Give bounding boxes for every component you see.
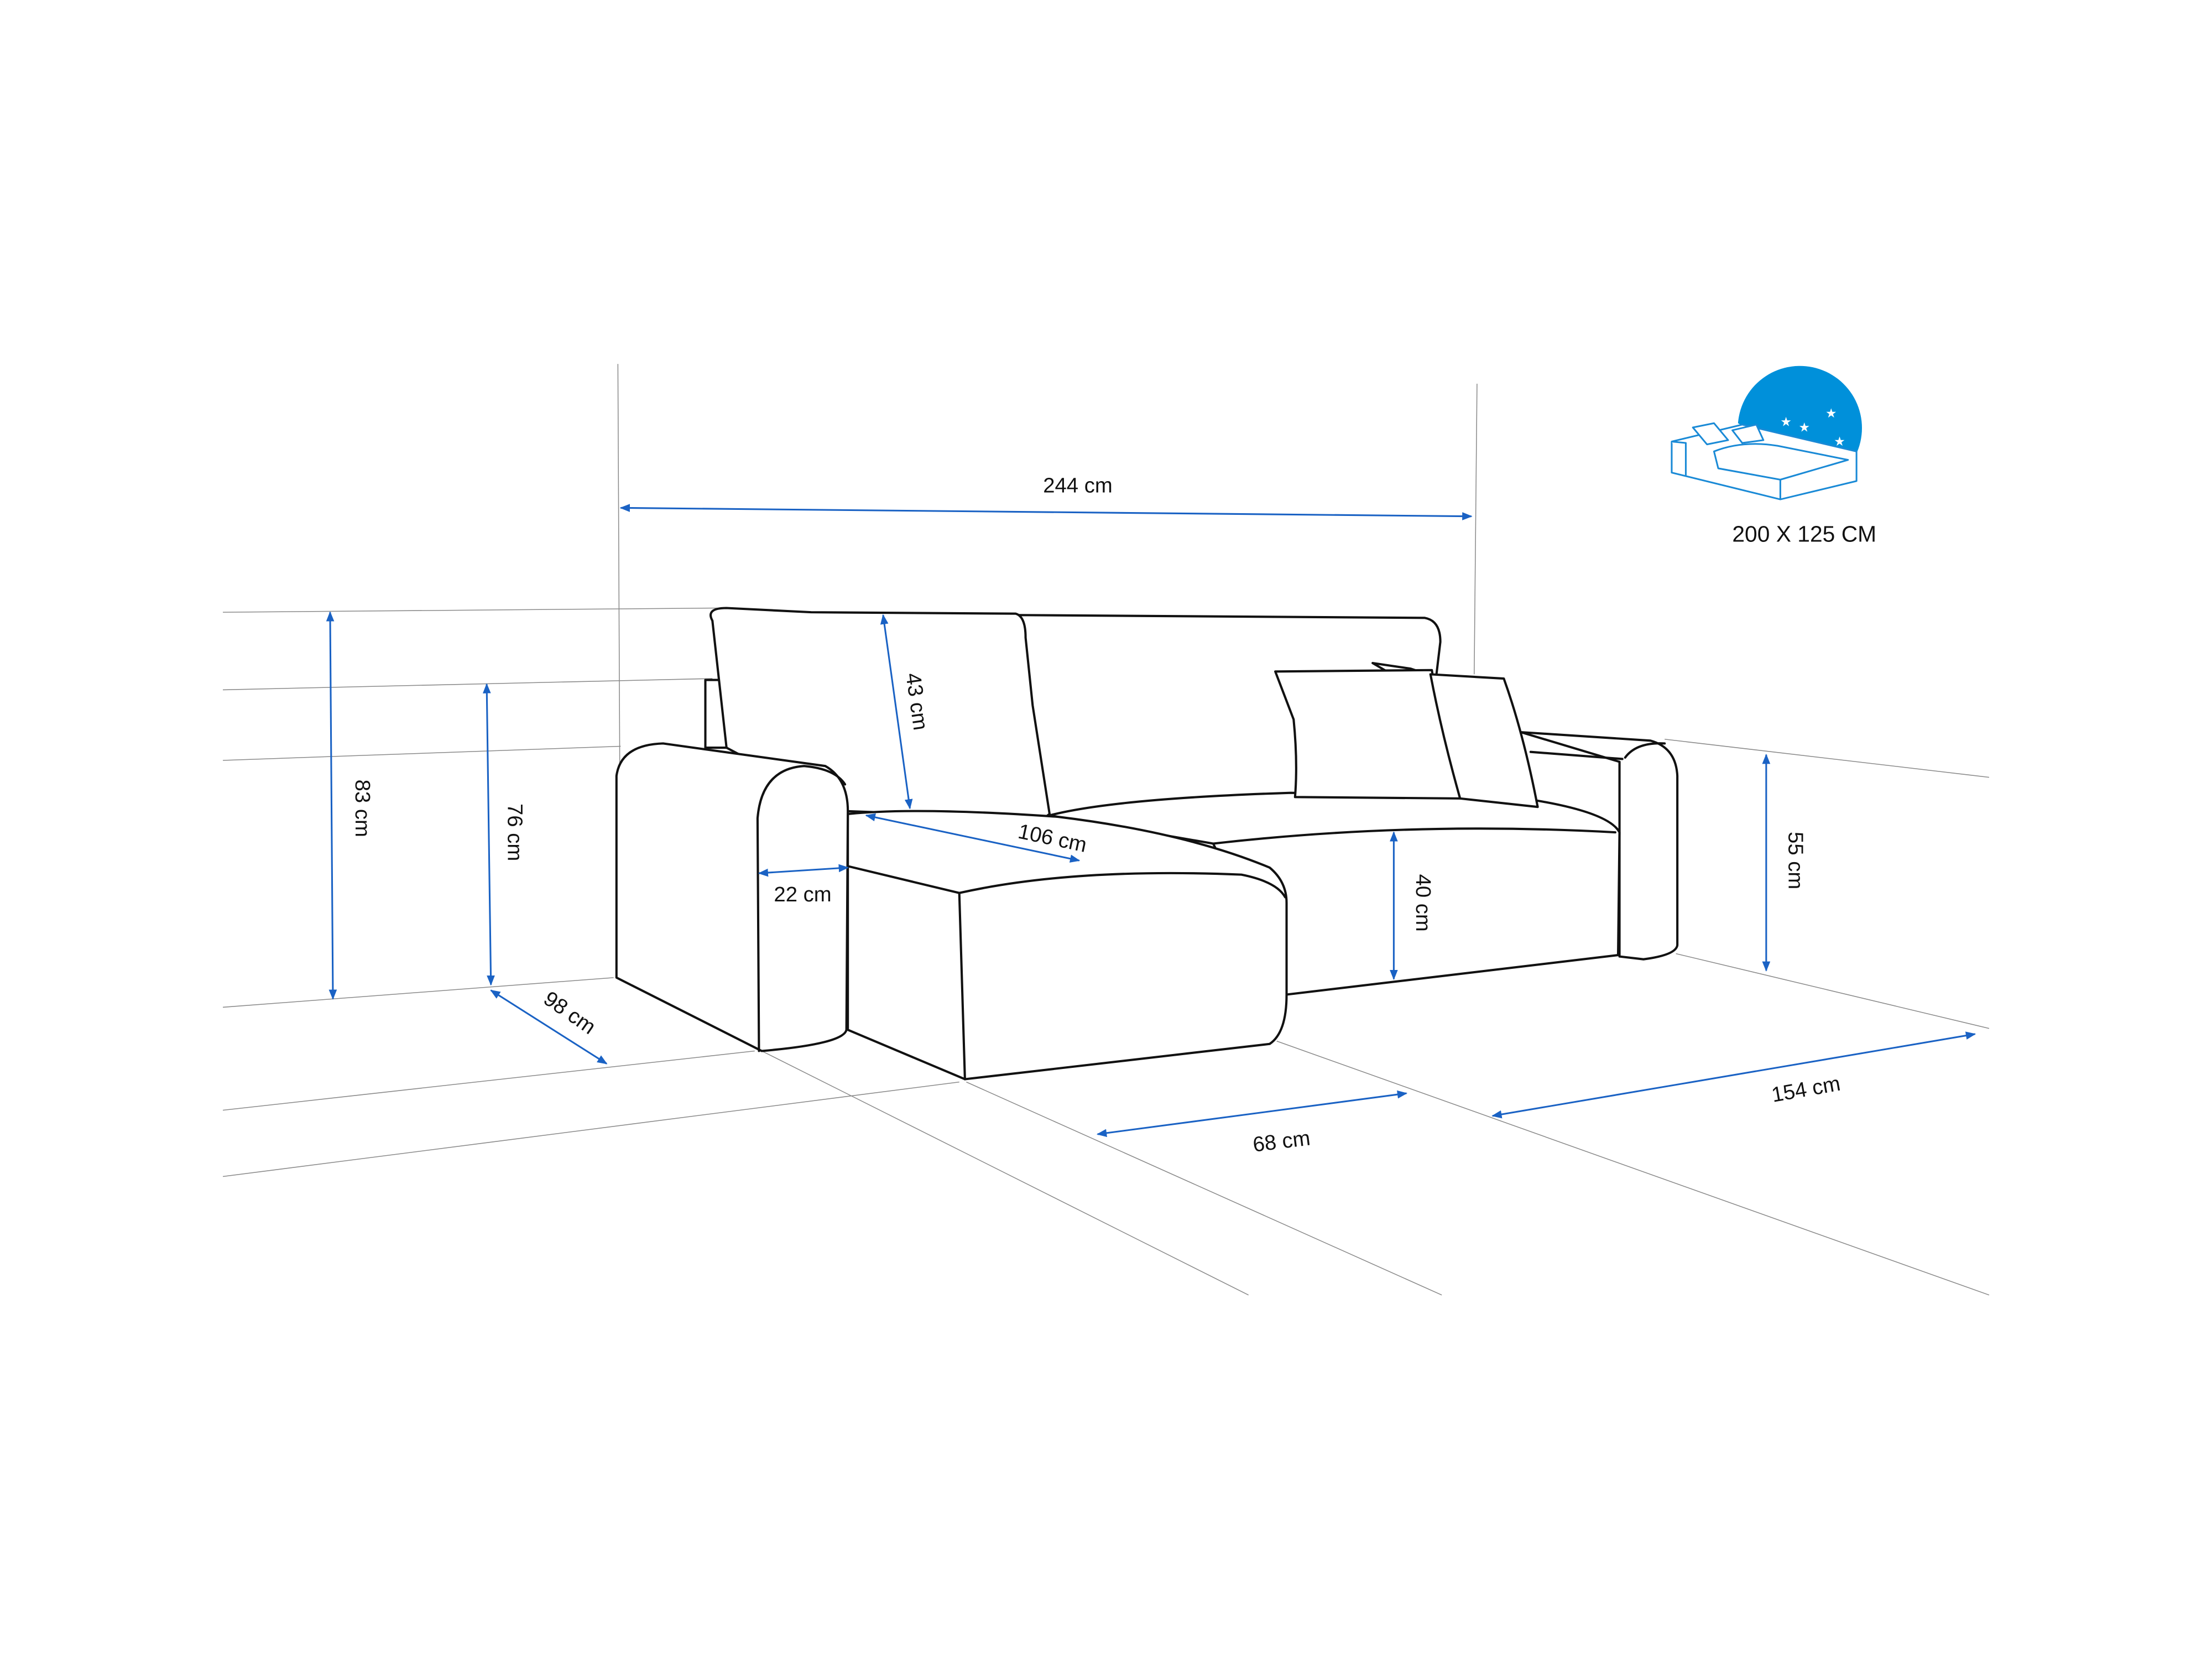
guide-lines <box>222 364 1990 1296</box>
svg-text:★: ★ <box>1825 406 1837 421</box>
label-armrest-height: 55 cm <box>1784 832 1808 889</box>
label-chaise-width: 68 cm <box>1251 1126 1312 1156</box>
label-sofa-width: 154 cm <box>1770 1072 1842 1107</box>
label-back-height: 76 cm <box>503 804 526 861</box>
label-armrest-width: 22 cm <box>774 883 831 906</box>
svg-text:★: ★ <box>1799 421 1811 435</box>
svg-text:★: ★ <box>1780 415 1792 429</box>
label-depth: 98 cm <box>539 987 600 1039</box>
label-total-height: 83 cm <box>351 780 374 837</box>
dimension-lines <box>326 504 1976 1138</box>
bed-night-icon: ★ ★ ★ ★ <box>1671 366 1863 500</box>
sleeping-area-label: 200 X 125 CM <box>1732 521 1876 547</box>
label-total-width: 244 cm <box>1043 473 1112 497</box>
label-seat-height: 40 cm <box>1411 874 1435 932</box>
svg-text:★: ★ <box>1834 435 1845 449</box>
sofa-outline <box>615 607 1679 1081</box>
